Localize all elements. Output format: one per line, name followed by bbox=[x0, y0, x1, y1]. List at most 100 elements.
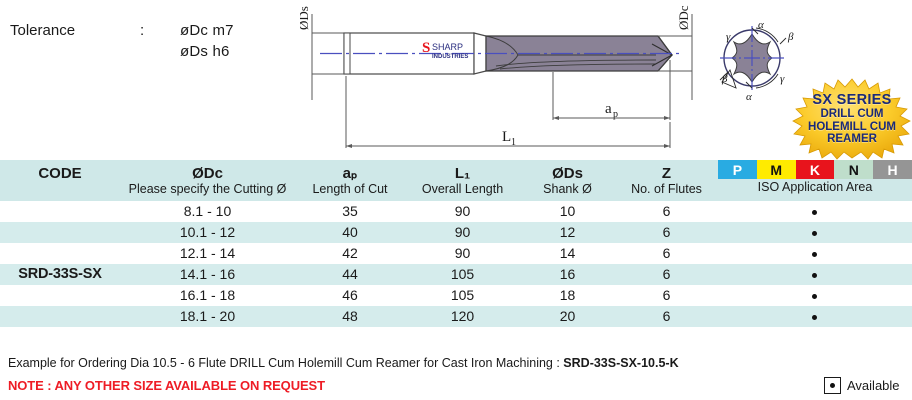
header-iso-application: P M K N H ISO Application Area bbox=[718, 160, 912, 201]
header-overall-length-sub: Overall Length bbox=[421, 182, 504, 197]
availability-dot bbox=[812, 251, 818, 257]
cell-flute-count: 6 bbox=[662, 224, 671, 241]
header-code: CODE bbox=[0, 160, 120, 201]
iso-availability-slot-k bbox=[796, 224, 835, 240]
specification-table: CODE ØDc Please specify the Cutting Ø aₚ… bbox=[0, 160, 912, 327]
header-length-of-cut-main: aₚ bbox=[342, 165, 358, 182]
tolerance-colon: : bbox=[140, 22, 145, 39]
header-cutting-dia: ØDc Please specify the Cutting Ø bbox=[120, 160, 295, 201]
header-code-main: CODE bbox=[38, 165, 82, 182]
header-shank-dia: ØDs Shank Ø bbox=[520, 160, 615, 201]
cell-overall-length: 90 bbox=[454, 245, 471, 262]
cell-overall-length: 90 bbox=[454, 203, 471, 220]
cell-cutting-dia: 8.1 - 10 bbox=[183, 203, 232, 220]
note-line: NOTE : ANY OTHER SIZE AVAILABLE ON REQUE… bbox=[8, 378, 325, 393]
cell-flute-count: 6 bbox=[662, 203, 671, 220]
cell-flute-count: 6 bbox=[662, 308, 671, 325]
starburst-shape-icon bbox=[792, 78, 911, 160]
badge-line-holemill: HOLEMILL CUM bbox=[808, 120, 896, 133]
cell-length-of-cut: 44 bbox=[342, 266, 358, 283]
iso-availability-slot-h bbox=[873, 266, 912, 282]
cell-shank-dia: 16 bbox=[559, 266, 576, 283]
badge-line-reamer: REAMER bbox=[827, 133, 877, 146]
order-example-line: Example for Ordering Dia 10.5 - 6 Flute … bbox=[8, 356, 679, 370]
iso-availability-slot-m bbox=[757, 224, 796, 240]
iso-box-k: K bbox=[795, 160, 835, 179]
drawing-svg: ØDs ØDc a p L 1 S SHARP INDUSTRIES bbox=[300, 5, 693, 148]
cell-code: SRD-33S-SX bbox=[18, 266, 102, 283]
order-example-text: Example for Ordering Dia 10.5 - 6 Flute … bbox=[8, 356, 564, 370]
flute-line-b bbox=[499, 63, 657, 70]
sx-series-badge: SX SERIES DRILL CUM HOLEMILL CUM REAMER bbox=[792, 78, 912, 160]
cell-iso-application bbox=[718, 201, 912, 222]
tolerance-row-primary: Tolerance : øDc m7 bbox=[10, 22, 300, 39]
cutting-dia-label: ØDc bbox=[676, 5, 691, 30]
l1-arrow-left bbox=[346, 144, 352, 148]
cell-iso-application bbox=[718, 306, 912, 327]
ap-label-subscript: p bbox=[613, 109, 618, 120]
header-length-of-cut-sub: Length of Cut bbox=[312, 182, 388, 197]
iso-color-strip: P M K N H bbox=[718, 160, 912, 179]
iso-availability-slot-k bbox=[796, 245, 835, 261]
tool-technical-drawing: ØDs ØDc a p L 1 S SHARP INDUSTRIES bbox=[300, 0, 720, 160]
header-shank-dia-sub: Shank Ø bbox=[543, 182, 592, 197]
iso-availability-slot-k bbox=[796, 308, 835, 324]
cell-code bbox=[0, 201, 120, 222]
flute-line-a bbox=[495, 59, 657, 67]
ap-arrow-left bbox=[553, 116, 559, 120]
angle-label-alpha-top: α bbox=[758, 19, 764, 31]
availability-marker-icon bbox=[824, 377, 841, 394]
iso-availability-slot-p bbox=[718, 245, 757, 261]
iso-availability-slot-h bbox=[873, 224, 912, 240]
tolerance-label: Tolerance bbox=[10, 22, 76, 39]
iso-availability-slot-p bbox=[718, 266, 757, 282]
cell-code bbox=[0, 222, 120, 243]
angle-label-beta-right: β bbox=[787, 31, 794, 43]
availability-dot bbox=[812, 272, 818, 278]
angle-leg-left bbox=[719, 71, 729, 81]
iso-box-p: P bbox=[718, 160, 757, 179]
sharp-logo-s-icon: S bbox=[422, 40, 430, 56]
angle-arc-alpha-top bbox=[755, 27, 779, 43]
header-cutting-dia-main: ØDc bbox=[192, 165, 223, 182]
iso-availability-slot-k bbox=[796, 287, 835, 303]
iso-availability-slot-p bbox=[718, 224, 757, 240]
cell-cutting-dia: 14.1 - 16 bbox=[179, 266, 236, 283]
cell-shank-dia: 10 bbox=[559, 203, 576, 220]
badge-text-group: SX SERIES DRILL CUM HOLEMILL CUM REAMER bbox=[792, 78, 912, 160]
cell-overall-length: 105 bbox=[450, 287, 475, 304]
cell-iso-application bbox=[718, 285, 912, 306]
cell-length-of-cut: 40 bbox=[342, 224, 358, 241]
cell-flute-count: 6 bbox=[662, 245, 671, 262]
iso-box-h: H bbox=[873, 160, 912, 179]
cell-shank-dia: 12 bbox=[559, 224, 576, 241]
brand-name-line2: INDUSTRIES bbox=[432, 54, 468, 60]
angle-arc-alpha-bottom bbox=[755, 73, 779, 89]
angle-label-gamma-right: γ bbox=[780, 73, 785, 85]
cell-overall-length: 105 bbox=[450, 266, 475, 283]
tool-end-view-diagram: α β γ γ β α bbox=[706, 8, 806, 113]
cell-cutting-dia: 16.1 - 18 bbox=[179, 287, 236, 304]
iso-availability-slot-n bbox=[834, 287, 873, 303]
header-shank-dia-main: ØDs bbox=[552, 165, 583, 182]
iso-availability-slot-n bbox=[834, 203, 873, 219]
iso-availability-slot-p bbox=[718, 308, 757, 324]
ap-arrow-right bbox=[664, 116, 670, 120]
legend-available: Available bbox=[824, 377, 900, 394]
badge-line-series: SX SERIES bbox=[812, 91, 892, 108]
l1-arrow-right bbox=[664, 144, 670, 148]
table-header-row: CODE ØDc Please specify the Cutting Ø aₚ… bbox=[0, 160, 912, 201]
tolerance-block: Tolerance : øDc m7 øDs h6 bbox=[10, 22, 300, 60]
iso-availability-slot-m bbox=[757, 287, 796, 303]
tolerance-value-dc: øDc m7 bbox=[180, 22, 234, 39]
l1-label: L bbox=[502, 129, 511, 145]
badge-line-drill: DRILL CUM bbox=[820, 108, 884, 121]
angle-leg-bottom bbox=[745, 81, 753, 89]
tolerance-value-ds: øDs h6 bbox=[180, 43, 230, 60]
l1-label-subscript: 1 bbox=[511, 137, 516, 148]
